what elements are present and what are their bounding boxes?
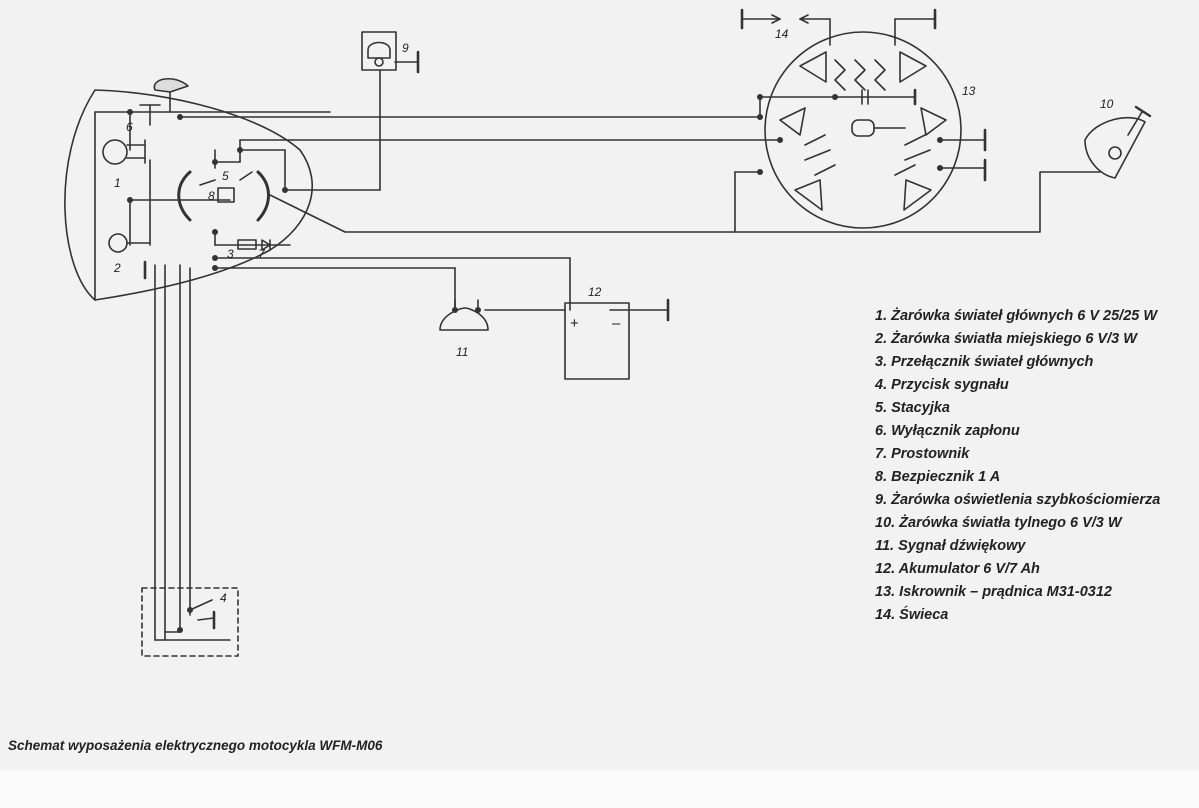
label-7: 7	[258, 247, 266, 261]
battery-12	[564, 298, 670, 380]
bulb-2-parking	[108, 233, 151, 280]
legend-item: 8. Bezpiecznik 1 A	[875, 469, 1000, 485]
legend: 1. Żarówka świateł głównych 6 V 25/25 W …	[874, 307, 1160, 623]
legend-item: 1. Żarówka świateł głównych 6 V 25/25 W	[875, 307, 1158, 324]
wiring-diagram-svg: 1 2 3 4 5 6 7 8 9 10 11 12 13 14 + – 1. …	[8, 8, 1160, 753]
label-12: 12	[588, 285, 602, 299]
tail-lamp-10	[1084, 105, 1152, 179]
label-3: 3	[227, 247, 234, 261]
headlamp-housing	[64, 89, 314, 301]
label-6: 6	[126, 120, 133, 134]
legend-item: 9. Żarówka oświetlenia szybkościomierza	[875, 491, 1160, 508]
label-13: 13	[962, 84, 976, 98]
label-9: 9	[402, 41, 409, 55]
battery-plus: +	[570, 315, 579, 332]
label-10: 10	[1100, 97, 1114, 111]
label-5: 5	[222, 169, 229, 183]
wiring-diagram: 1 2 3 4 5 6 7 8 9 10 11 12 13 14 + – 1. …	[8, 8, 1161, 753]
magneto-13	[764, 31, 987, 229]
switch-assembly	[177, 149, 286, 222]
label-8: 8	[208, 189, 215, 203]
label-2: 2	[113, 261, 121, 275]
headlamp-knob	[153, 78, 189, 93]
bulb-1-main	[102, 139, 146, 165]
legend-item: 14. Świeca	[875, 605, 948, 623]
footer-band	[0, 770, 1199, 808]
legend-item: 7. Prostownik	[875, 446, 970, 462]
legend-item: 13. Iskrownik – prądnica M31-0312	[875, 584, 1112, 600]
legend-item: 10. Żarówka światła tylnego 6 V/3 W	[875, 514, 1123, 531]
legend-item: 12. Akumulator 6 V/7 Ah	[875, 561, 1040, 577]
legend-item: 11. Sygnał dźwiękowy	[875, 538, 1026, 554]
horn-button-4	[141, 587, 239, 657]
rectifier-fuse	[214, 231, 291, 251]
label-14: 14	[775, 27, 789, 41]
spark-plug-14	[740, 8, 937, 46]
legend-item: 6. Wyłącznik zapłonu	[875, 423, 1020, 439]
legend-item: 4. Przycisk sygnału	[874, 377, 1009, 393]
legend-item: 3. Przełącznik świateł głównych	[875, 354, 1094, 370]
diagram-caption: Schemat wyposażenia elektrycznego motocy…	[8, 738, 383, 753]
label-4: 4	[220, 591, 227, 605]
legend-item: 2. Żarówka światła miejskiego 6 V/3 W	[874, 330, 1138, 347]
label-1: 1	[114, 176, 121, 190]
legend-item: 5. Stacyjka	[875, 400, 950, 416]
horn-11	[439, 299, 489, 331]
label-11: 11	[456, 345, 468, 359]
battery-minus: –	[612, 315, 621, 332]
junction-dots	[127, 94, 943, 633]
speedometer-lamp-9	[361, 31, 420, 74]
